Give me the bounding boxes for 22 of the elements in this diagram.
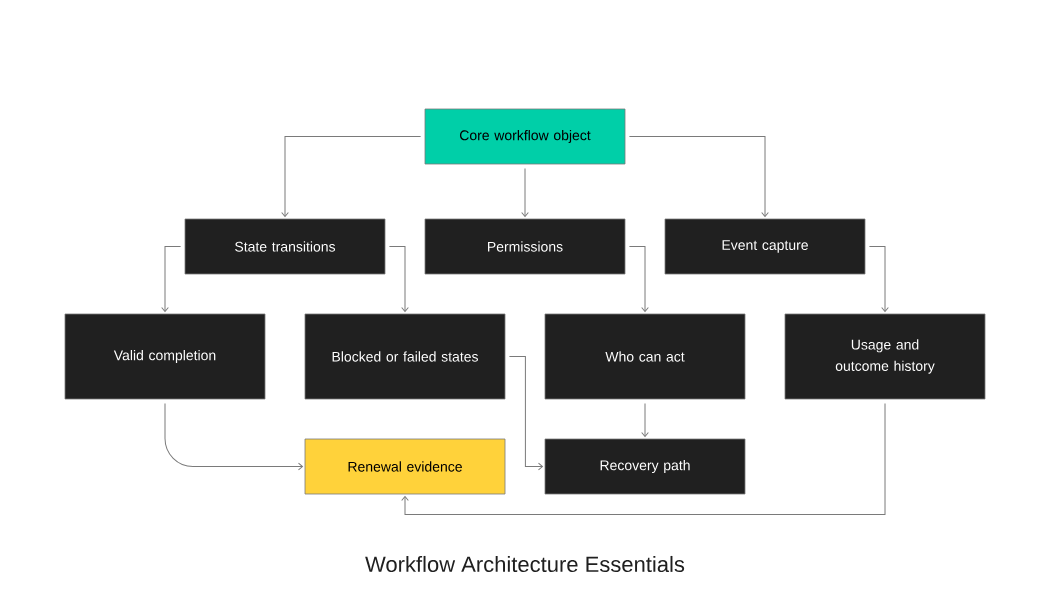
process-box: Recovery path bbox=[544, 438, 746, 495]
arrow bbox=[161, 246, 182, 312]
arrow bbox=[401, 402, 886, 515]
arrow bbox=[628, 136, 769, 217]
core-object-box: Core workflow object bbox=[424, 108, 626, 165]
process-box: Usage and outcome history bbox=[784, 313, 986, 400]
process-box: Who can act bbox=[544, 313, 746, 400]
process-box: Blocked or failed states bbox=[304, 313, 506, 400]
arrow bbox=[641, 402, 649, 437]
arrow bbox=[508, 356, 543, 471]
arrow bbox=[164, 402, 303, 471]
process-box: Permissions bbox=[424, 218, 626, 275]
arrow bbox=[521, 167, 529, 217]
process-box: State transitions bbox=[184, 218, 386, 275]
arrow bbox=[868, 246, 889, 312]
output-box: Renewal evidence bbox=[304, 438, 506, 495]
arrow bbox=[388, 246, 409, 312]
diagram-title: Workflow Architecture Essentials bbox=[365, 555, 685, 573]
arrow bbox=[281, 136, 422, 217]
process-box: Valid completion bbox=[64, 313, 266, 400]
arrow bbox=[628, 246, 649, 312]
process-box: Event capture bbox=[664, 218, 866, 275]
